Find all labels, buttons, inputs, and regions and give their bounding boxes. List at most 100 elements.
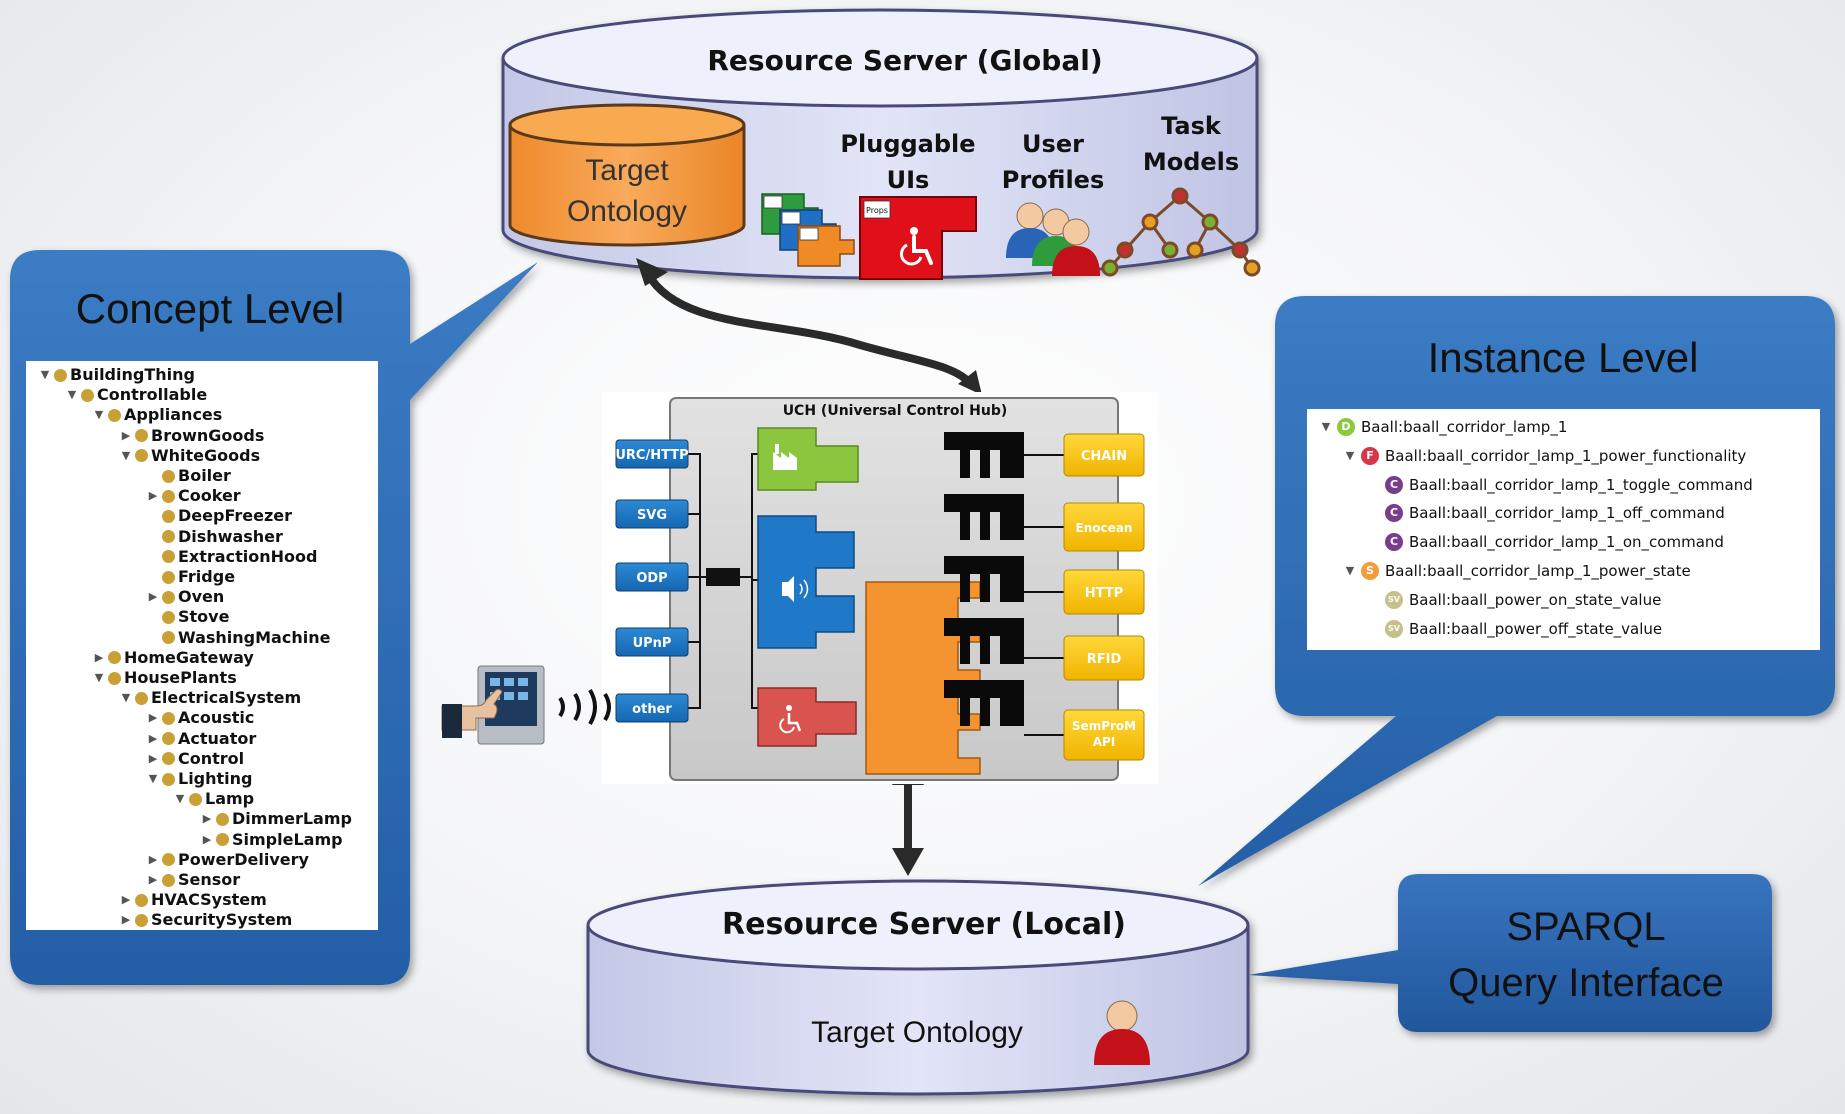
concept-tree-item[interactable]: ▶Acoustic xyxy=(146,708,255,728)
concept-tree-item[interactable]: ExtractionHood xyxy=(146,547,317,567)
collapse-arrow-icon[interactable]: ▶ xyxy=(148,873,158,886)
concept-tree-item[interactable]: ▼ElectricalSystem xyxy=(119,688,301,708)
collapse-arrow-icon[interactable]: ▶ xyxy=(202,832,212,846)
concept-tree-label: DeepFreezer xyxy=(178,506,292,526)
concept-tree-item[interactable]: Fridge xyxy=(146,567,235,587)
concept-tree-label: WashingMachine xyxy=(178,627,331,647)
class-dot-icon xyxy=(108,651,121,665)
collapse-arrow-icon[interactable]: ▶ xyxy=(94,650,104,664)
expand-arrow-icon[interactable]: ▼ xyxy=(121,691,131,705)
port-odp-label: ODP xyxy=(636,571,667,586)
expand-arrow-icon[interactable]: ▼ xyxy=(1345,564,1355,577)
user-profiles-label-1: User xyxy=(1022,130,1084,158)
concept-tree-item[interactable]: ▼Appliances xyxy=(92,405,223,425)
port-upnp[interactable] xyxy=(615,627,689,657)
collapse-arrow-icon[interactable]: ▶ xyxy=(121,428,131,442)
local-resource-server xyxy=(586,879,1250,1096)
concept-tree-item[interactable]: ▶Actuator xyxy=(146,729,256,749)
concept-tree-item[interactable]: ▶PowerDelivery xyxy=(146,850,309,870)
collapse-arrow-icon[interactable]: ▶ xyxy=(121,913,131,927)
collapse-arrow-icon[interactable]: ▶ xyxy=(148,852,158,866)
port-urc-http[interactable] xyxy=(615,439,689,469)
port-chain-label: CHAIN xyxy=(1081,449,1127,464)
expand-arrow-icon[interactable]: ▼ xyxy=(175,792,185,806)
task-tree-icon xyxy=(1101,187,1261,277)
class-dot-icon xyxy=(162,631,175,645)
collapse-arrow-icon[interactable]: ▶ xyxy=(148,711,158,725)
class-dot-icon xyxy=(135,449,148,463)
concept-tree-item[interactable]: ▶ Oven xyxy=(146,587,225,607)
collapse-arrow-icon[interactable]: ▶ xyxy=(148,590,158,604)
target-ontology-db xyxy=(508,103,746,247)
concept-tree-item[interactable]: WashingMachine xyxy=(146,628,330,648)
expand-arrow-icon[interactable]: ▼ xyxy=(121,448,131,462)
concept-tree-item[interactable]: ▶SecuritySystem xyxy=(119,910,293,930)
concept-tree-item[interactable]: ▼ Lamp xyxy=(173,789,254,809)
port-rfid[interactable] xyxy=(1063,635,1145,681)
concept-tree-item[interactable]: Boiler xyxy=(146,466,231,486)
concept-tree-label: HousePlants xyxy=(124,668,237,687)
concept-tree-item[interactable]: ▶HomeGateway xyxy=(92,648,254,668)
concept-tree-label: BrownGoods xyxy=(151,425,265,445)
concept-tree-item[interactable]: ▶Cooker xyxy=(146,486,241,506)
concept-tree-label: Oven xyxy=(178,587,225,607)
collapse-arrow-icon[interactable]: ▶ xyxy=(202,812,212,826)
concept-tree-item[interactable]: ▶SimpleLamp xyxy=(200,830,343,850)
expand-arrow-icon[interactable]: ▼ xyxy=(94,671,104,684)
class-dot-icon xyxy=(108,671,121,685)
collapse-arrow-icon[interactable]: ▶ xyxy=(148,489,158,503)
expand-arrow-icon[interactable]: ▼ xyxy=(1321,420,1331,433)
concept-tree-item[interactable]: ▶ BrownGoods xyxy=(119,425,265,446)
port-semprom-api[interactable] xyxy=(1063,709,1145,761)
concept-tree-item[interactable]: ▶DimmerLamp xyxy=(200,809,352,829)
instance-level-title: Instance Level xyxy=(1428,334,1699,381)
concept-tree-item[interactable]: ▶Sensor xyxy=(146,870,240,890)
port-other[interactable] xyxy=(615,693,689,723)
instance-tree-label: Baall:baall_corridor_lamp_1_power_state xyxy=(1385,562,1691,580)
concept-tree-item[interactable]: ▼WhiteGoods xyxy=(119,446,260,466)
expand-arrow-icon[interactable]: ▼ xyxy=(1345,448,1355,462)
task-models-label-2: Models xyxy=(1143,148,1239,176)
concept-tree-item[interactable]: ▶Control xyxy=(146,749,244,769)
collapse-arrow-icon[interactable]: ▶ xyxy=(148,731,158,745)
port-odp[interactable] xyxy=(615,562,689,592)
global-to-uch-arrow xyxy=(636,258,982,395)
concept-tree-label: Lamp xyxy=(205,789,255,809)
concept-tree-item[interactable]: DeepFreezer xyxy=(146,506,292,526)
user-icon xyxy=(1094,1000,1150,1065)
collapse-arrow-icon[interactable]: ▶ xyxy=(148,751,158,765)
expand-arrow-icon[interactable]: ▼ xyxy=(40,368,50,381)
wheelchair-module-icon: Props xyxy=(859,196,977,280)
global-server-title: Resource Server (Global) xyxy=(707,44,1102,77)
expand-arrow-icon[interactable]: ▼ xyxy=(148,772,158,785)
concept-tree-item[interactable]: Stove xyxy=(146,607,229,627)
pluggable-ui-blocks-icon xyxy=(761,193,855,267)
port-http[interactable] xyxy=(1063,569,1145,615)
expand-arrow-icon[interactable]: ▼ xyxy=(94,408,104,422)
wheelchair-module xyxy=(757,687,857,747)
expand-arrow-icon[interactable]: ▼ xyxy=(67,388,77,402)
concept-tree-item[interactable]: Dishwasher xyxy=(146,527,283,547)
concept-tree-item[interactable]: ▼Controllable xyxy=(65,385,207,405)
concept-tree-item[interactable]: ▶HVACSystem xyxy=(119,890,267,910)
collapse-arrow-icon[interactable]: ▶ xyxy=(121,893,131,907)
port-svg[interactable] xyxy=(615,499,689,529)
class-dot-icon xyxy=(162,610,175,624)
concept-tree-item[interactable]: ▼Lighting xyxy=(146,769,253,789)
concept-tree-item[interactable]: ▼ HousePlants xyxy=(92,668,237,688)
concept-tree-item[interactable]: ▼BuildingThing xyxy=(38,365,195,385)
port-chain[interactable] xyxy=(1063,433,1145,477)
user-group-icon xyxy=(1006,202,1100,276)
instance-tree-label: Baall:baall_corridor_lamp_1_power_functi… xyxy=(1385,446,1747,465)
port-enocean[interactable] xyxy=(1063,502,1145,552)
pluggable-uis-label-2: UIs xyxy=(887,166,930,194)
